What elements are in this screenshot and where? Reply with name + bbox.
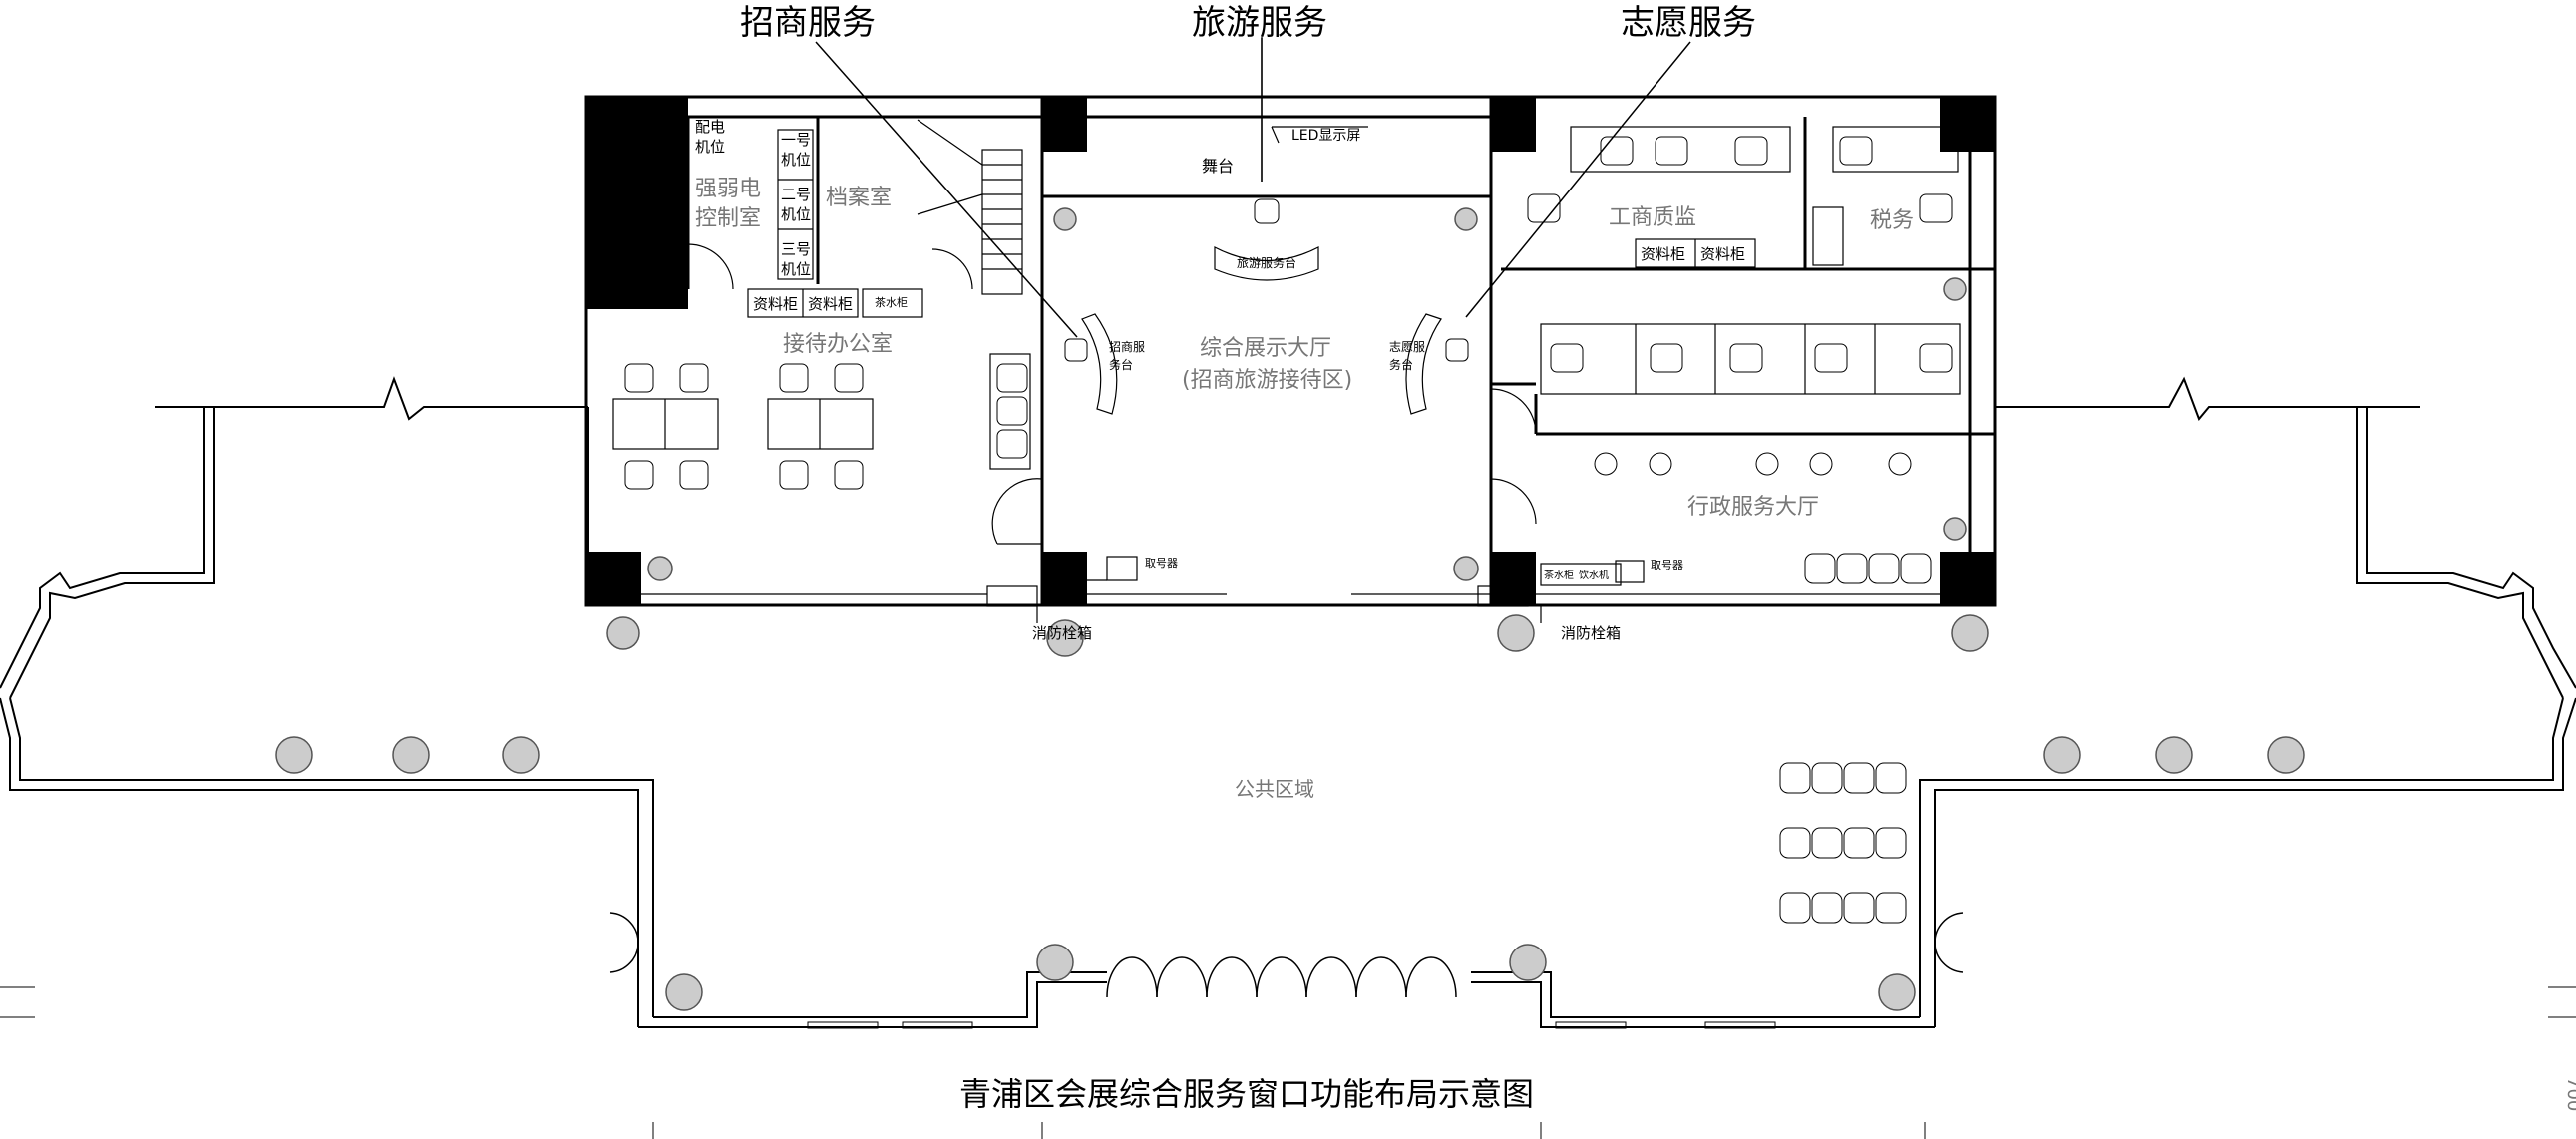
admin-hall-label: 行政服务大厅 xyxy=(1687,495,1819,520)
cabinet-label-right-1: 资料柜 xyxy=(1641,245,1685,263)
hall-label-2: (招商旅游接待区) xyxy=(1182,368,1352,393)
stage-label: 舞台 xyxy=(1202,157,1234,176)
tour-desk-label: 旅游服务台 xyxy=(1237,255,1296,270)
building-walls xyxy=(584,95,1997,607)
callout-volunteer: 志愿服务 xyxy=(1621,3,1756,43)
callout-lines xyxy=(815,38,1691,338)
interior-furniture xyxy=(612,35,1961,623)
fire-hydrant-label-right: 消防栓箱 xyxy=(1561,624,1621,642)
windows xyxy=(807,1021,1776,1029)
entrance-doors xyxy=(609,912,1964,998)
diagram-title: 青浦区会展综合服务窗口功能布局示意图 xyxy=(959,1075,1534,1113)
cabinet-3-label-1: 三号 xyxy=(781,240,811,258)
public-area-label: 公共区域 xyxy=(1235,777,1314,801)
fire-hydrant-label-left: 消防栓箱 xyxy=(1032,624,1092,642)
cabinet-label-right-2: 资料柜 xyxy=(1700,245,1745,263)
power-station-label-2: 机位 xyxy=(695,138,725,156)
callout-investment: 招商服务 xyxy=(740,3,876,43)
dimension-ticks xyxy=(0,986,2576,1139)
callout-tourism: 旅游服务 xyxy=(1192,3,1327,43)
archive-room-label: 档案室 xyxy=(826,186,892,210)
power-station-label-1: 配电 xyxy=(695,118,725,136)
hall-label-1: 综合展示大厅 xyxy=(1200,336,1331,361)
cabinet-3-label-2: 机位 xyxy=(781,260,811,278)
volunteer-desk-label-2: 务台 xyxy=(1389,357,1413,372)
power-room-label-2: 控制室 xyxy=(695,206,761,231)
led-screen-label: LED显示屏 xyxy=(1291,128,1360,144)
cabinet-1-label-1: 一号 xyxy=(781,131,811,149)
commerce-label: 工商质监 xyxy=(1609,205,1696,230)
dimension-label: 700 xyxy=(2563,1077,2576,1111)
staircase xyxy=(917,119,1023,295)
plants xyxy=(275,207,2305,1011)
power-room-label-1: 强弱电 xyxy=(695,177,761,201)
tea-water-label: 茶水柜 xyxy=(1544,569,1574,581)
volunteer-desk-label-1: 志愿服 xyxy=(1389,340,1425,354)
cabinet-label-left-2: 资料柜 xyxy=(808,295,853,313)
cabinet-2-label-2: 机位 xyxy=(781,205,811,223)
water-dispenser-label: 饮水机 xyxy=(1579,569,1609,581)
cabinet-2-label-1: 二号 xyxy=(781,186,811,203)
chairs xyxy=(624,136,1953,924)
queue-machine-label-left: 取号器 xyxy=(1145,557,1178,570)
queue-machine-label-right: 取号器 xyxy=(1651,559,1683,571)
reception-office-label: 接待办公室 xyxy=(783,332,893,357)
cabinet-label-left-1: 资料柜 xyxy=(753,295,798,313)
door-swings xyxy=(687,243,1537,545)
cabinet-1-label-2: 机位 xyxy=(781,151,811,169)
outer-boundary xyxy=(0,376,2576,1028)
columns xyxy=(586,97,1995,605)
tea-cabinet-label: 茶水柜 xyxy=(875,296,908,309)
tax-label: 税务 xyxy=(1870,208,1914,233)
investment-desk-label-2: 务台 xyxy=(1109,357,1133,372)
investment-desk-label-1: 招商服 xyxy=(1109,339,1145,354)
